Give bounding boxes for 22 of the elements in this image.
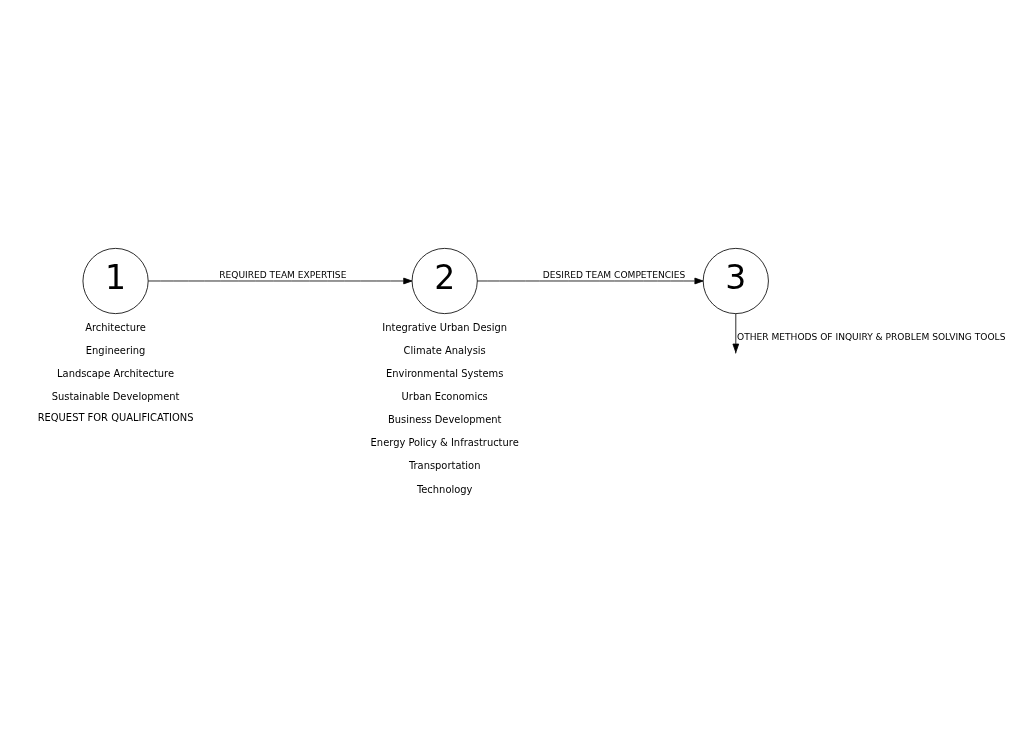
label: Sustainable Development — [51, 391, 179, 403]
label: Integrative Urban Design — [381, 321, 507, 333]
label: REQUEST FOR QUALIFICATIONS — [37, 411, 193, 423]
arrow — [147, 277, 412, 285]
label: Urban Economics — [401, 391, 488, 403]
arrow — [476, 277, 704, 285]
label: Transportation — [408, 460, 480, 472]
node-circle: 3 — [702, 247, 769, 315]
label: Architecture — [84, 321, 146, 333]
label: Technology — [416, 483, 472, 495]
label: Energy Policy & Infrastructure — [370, 437, 519, 449]
edge-label: DESIRED TEAM COMPETENCIES — [542, 270, 685, 281]
arrow — [732, 313, 739, 353]
label: Landscape Architecture — [56, 367, 174, 379]
edge-label: OTHER METHODS OF INQUIRY & PROBLEM SOLVING TOOLS — [736, 332, 1005, 343]
label: Business Development — [387, 414, 501, 426]
node-circle: 1 — [82, 247, 149, 315]
edge-label: REQUIRED TEAM EXPERTISE — [218, 270, 346, 281]
label: Engineering — [85, 344, 145, 356]
label: Climate Analysis — [403, 344, 486, 356]
label: Environmental Systems — [385, 367, 503, 379]
node-circle: 2 — [411, 247, 478, 315]
